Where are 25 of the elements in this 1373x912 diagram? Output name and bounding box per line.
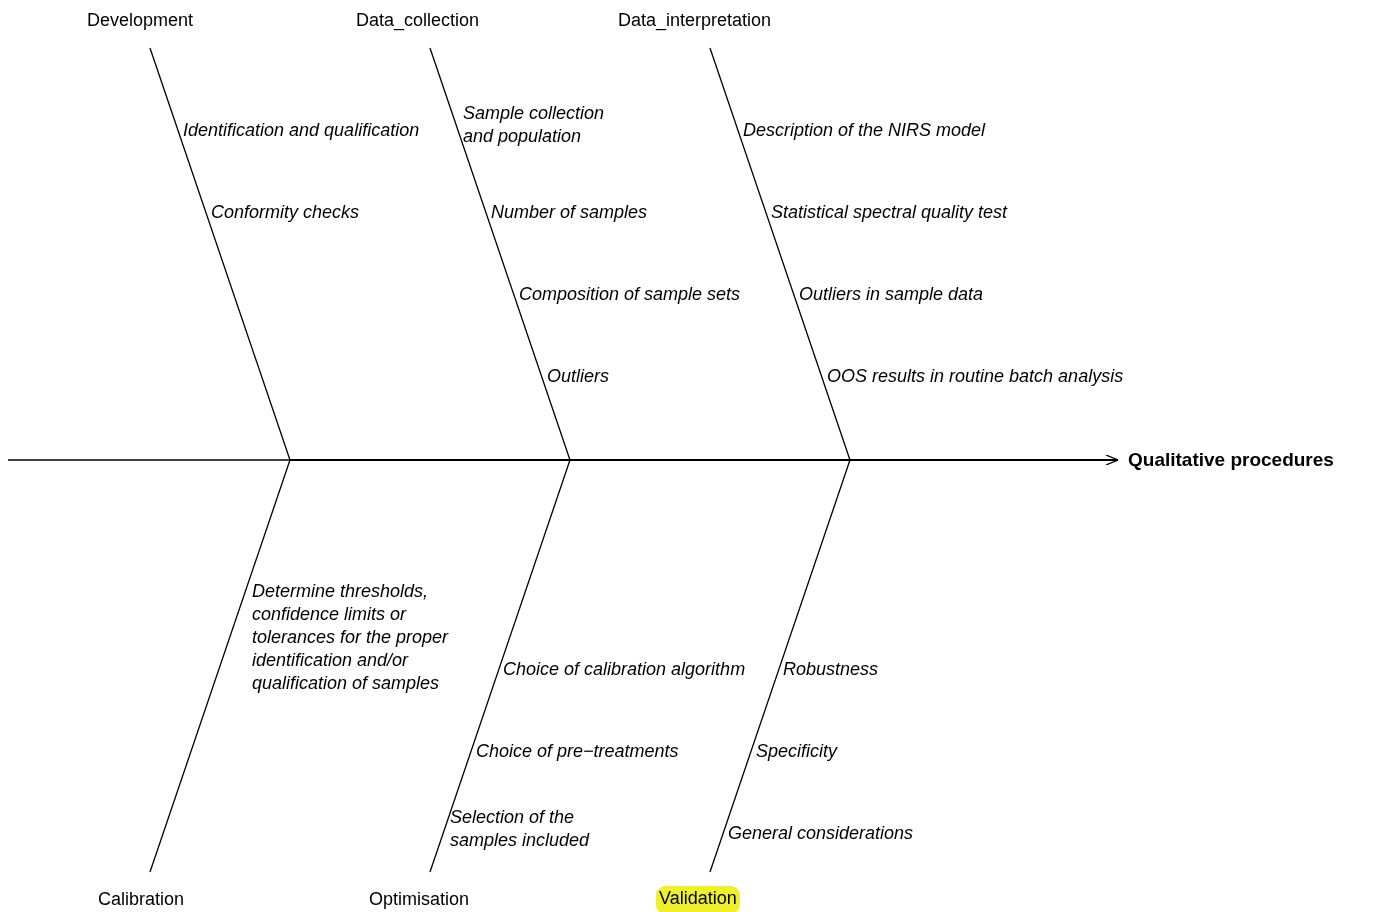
category-label: Optimisation: [369, 888, 470, 912]
cause-label: Description of the NIRS model: [743, 119, 986, 142]
cause-label: Outliers in sample data: [799, 283, 984, 306]
spine-arrow: [7, 454, 1119, 466]
cause-label: Sample collection and population: [463, 102, 606, 148]
cause-label: Choice of pre−treatments: [476, 740, 679, 763]
cause-label: Conformity checks: [211, 201, 360, 224]
category-label: Calibration: [98, 888, 185, 912]
cause-label: Number of samples: [491, 201, 648, 224]
cause-label: Outliers: [547, 365, 609, 388]
cause-label: Composition of sample sets: [519, 283, 741, 306]
cause-label: Specificity: [756, 740, 838, 763]
effect-label: Qualitative procedures: [1128, 449, 1334, 473]
cause-label: Selection of the samples included: [450, 806, 591, 852]
cause-label: General considerations: [728, 822, 914, 845]
category-label: Validation: [656, 886, 740, 912]
cause-label: Determine thresholds, confidence limits or tolerances for the proper identification and/or qualification of samples: [252, 580, 450, 695]
category-label: Data_collection: [356, 9, 480, 33]
cause-label: Statistical spectral quality test: [771, 201, 1008, 224]
category-label: Data_interpretation: [618, 9, 772, 33]
cause-label: Identification and qualification: [183, 119, 420, 142]
cause-label: Robustness: [783, 658, 879, 681]
cause-label: Choice of calibration algorithm: [503, 658, 746, 681]
cause-label: OOS results in routine batch analysis: [827, 365, 1124, 388]
category-label: Development: [87, 9, 194, 33]
